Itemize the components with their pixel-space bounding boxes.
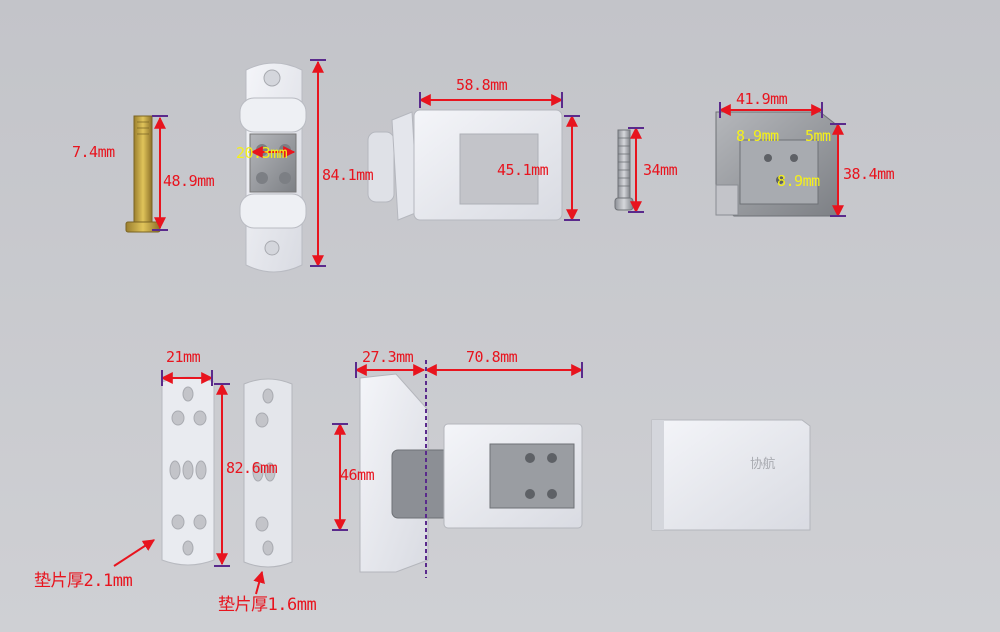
- hinge-height-label: 46mm: [340, 466, 375, 484]
- hinge-left-label: 27.3mm: [362, 348, 414, 366]
- frame-width-label: 58.8mm: [456, 76, 508, 94]
- guide-ticks: [152, 59, 846, 567]
- block-hole-b-label: 5mm: [805, 127, 831, 145]
- shim-thin: [243, 378, 293, 568]
- shim-thickness-b-label: 垫片厚1.6mm: [218, 595, 317, 615]
- bolt-diameter-label: 7.4mm: [72, 143, 115, 161]
- block-hole-c-label: 8.9mm: [777, 172, 820, 190]
- hinge-frame: [367, 109, 563, 221]
- clip-length-label: 84.1mm: [322, 166, 374, 184]
- block-height-label: 38.4mm: [843, 165, 895, 183]
- bolt-length-label: 48.9mm: [163, 172, 215, 190]
- cover-box: [651, 419, 811, 531]
- cover-logo: 协航: [750, 457, 776, 472]
- frame-height-label: 45.1mm: [497, 161, 549, 179]
- white-clip: [239, 62, 307, 273]
- shim-width-label: 21mm: [166, 348, 201, 366]
- silver-screw: [614, 129, 634, 211]
- screw-length-label: 34mm: [643, 161, 678, 179]
- clip-width-label: 20.3mm: [236, 144, 288, 162]
- shim-thick: [161, 376, 215, 566]
- block-hole-a-label: 8.9mm: [736, 127, 779, 145]
- shim-thickness-a-label: 垫片厚2.1mm: [34, 571, 133, 591]
- hinge-right-label: 70.8mm: [466, 348, 518, 366]
- shim-length-label: 82.6mm: [226, 459, 278, 477]
- dimension-lines: [113, 60, 844, 595]
- assembled-hinge: [359, 373, 583, 573]
- metal-block: [715, 111, 839, 217]
- block-width-label: 41.9mm: [736, 90, 788, 108]
